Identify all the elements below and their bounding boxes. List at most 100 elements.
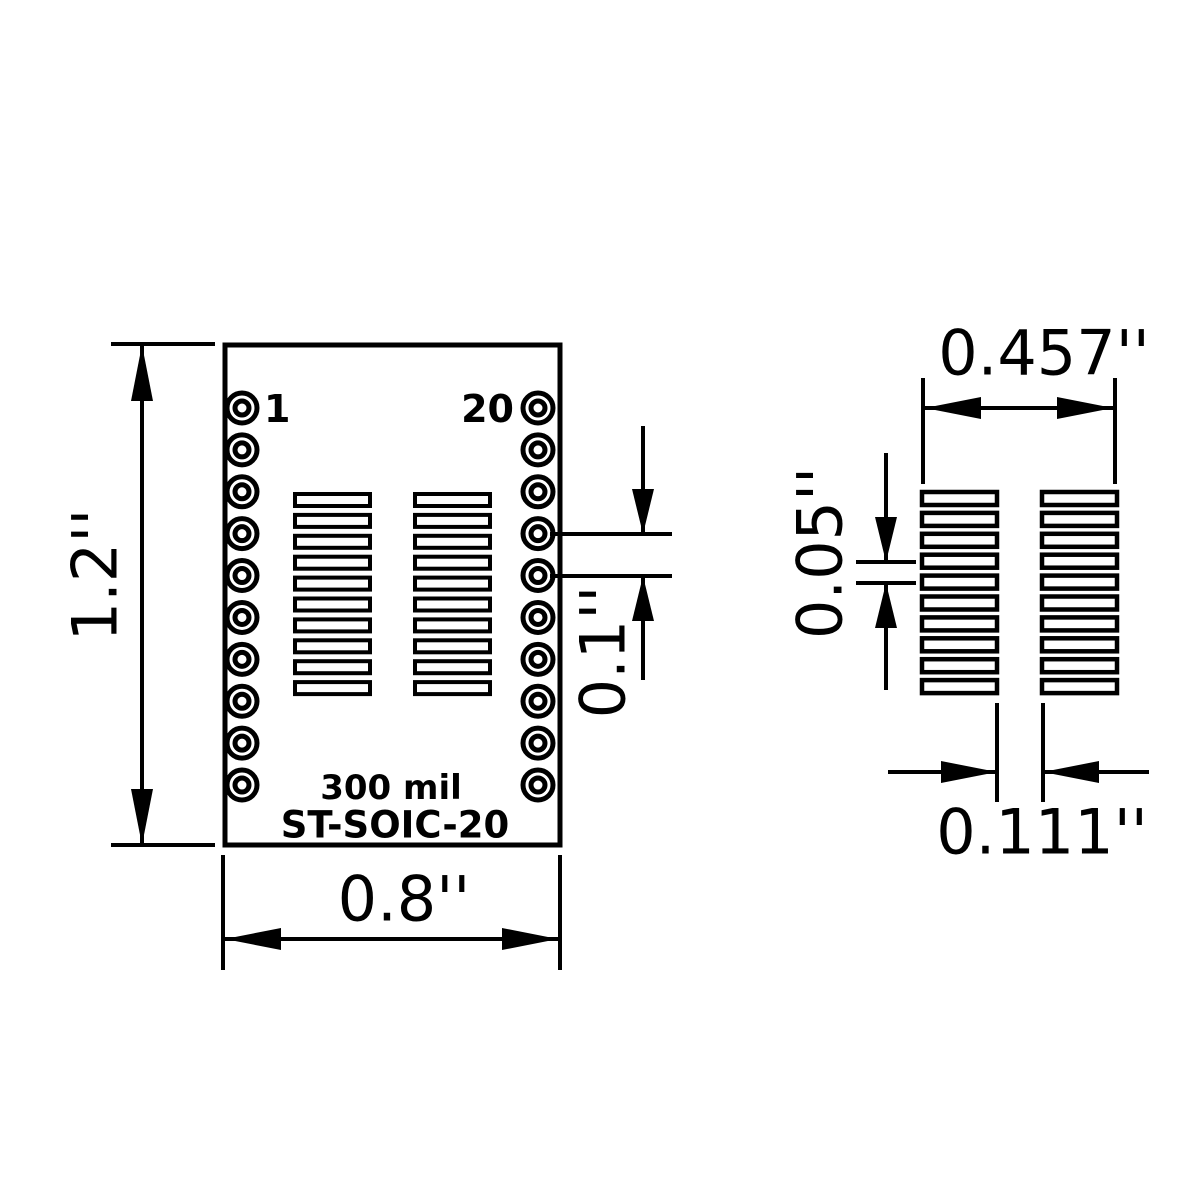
smd-pad xyxy=(1039,573,1120,591)
smd-pad xyxy=(919,656,1000,675)
main-board-view: 1 20 300 mil ST-SOIC-20 xyxy=(222,342,563,848)
throughhole-pad-outer-ring xyxy=(224,558,260,594)
arrowhead-up xyxy=(875,583,897,628)
arrowhead-right xyxy=(941,761,997,783)
smd-pad xyxy=(919,636,1000,654)
arrowhead-right xyxy=(1057,397,1113,419)
arrowhead-left xyxy=(1043,761,1099,783)
dim-board-width-label: 0.8'' xyxy=(338,863,471,936)
throughhole-pad-inner-ring xyxy=(232,566,252,586)
arrowhead-left xyxy=(225,928,281,950)
dim-board-height-label: 1.2'' xyxy=(59,509,132,642)
left-throughhole-pads xyxy=(224,390,260,803)
smd-pad xyxy=(919,573,1000,591)
throughhole-pad-outer-ring xyxy=(520,641,556,677)
smd-pad xyxy=(413,554,492,571)
smd-pad xyxy=(293,554,372,571)
smd-pad xyxy=(1039,510,1120,529)
throughhole-pad-inner-ring xyxy=(528,566,548,586)
throughhole-pad-outer-ring xyxy=(520,432,556,468)
throughhole-pad-inner-ring xyxy=(232,524,252,544)
throughhole-pad-inner-ring xyxy=(232,733,252,753)
dim-smd-gap-label: 0.111'' xyxy=(936,796,1148,869)
arrowhead-up xyxy=(131,345,153,401)
arrowhead-up xyxy=(632,576,654,621)
smd-pad xyxy=(293,659,372,676)
dim-smd-row-width: 0.457'' xyxy=(921,317,1150,484)
smd-pad xyxy=(919,489,1000,508)
smd-pad xyxy=(1039,615,1120,633)
detail-right-smd-column xyxy=(1039,489,1120,696)
dim-smd-row-width-label: 0.457'' xyxy=(938,317,1150,390)
smd-pad xyxy=(919,510,1000,529)
dim-hole-pitch: 0.1'' xyxy=(550,426,672,719)
smd-pad xyxy=(293,575,372,592)
throughhole-pad-inner-ring xyxy=(232,440,252,460)
throughhole-pad-outer-ring xyxy=(224,767,260,803)
smd-pad xyxy=(293,638,372,655)
throughhole-pad-outer-ring xyxy=(520,683,556,719)
throughhole-pad-inner-ring xyxy=(528,524,548,544)
smd-pad xyxy=(919,531,1000,550)
throughhole-pad-inner-ring xyxy=(232,775,252,795)
throughhole-pad-outer-ring xyxy=(520,725,556,761)
throughhole-pad-inner-ring xyxy=(528,691,548,711)
left-smd-column xyxy=(293,492,372,697)
silkscreen-name-label: ST-SOIC-20 xyxy=(281,804,510,847)
pin20-label: 20 xyxy=(461,387,514,431)
throughhole-pad-outer-ring xyxy=(520,474,556,510)
board-outline xyxy=(222,342,563,848)
throughhole-pad-inner-ring xyxy=(528,482,548,502)
throughhole-pad-outer-ring xyxy=(520,390,556,426)
dim-smd-pitch-label: 0.05'' xyxy=(784,467,857,639)
throughhole-pad-inner-ring xyxy=(232,398,252,418)
throughhole-pad-outer-ring xyxy=(224,725,260,761)
smd-pad xyxy=(413,617,492,634)
smd-pad xyxy=(919,677,1000,696)
smd-pad xyxy=(413,575,492,592)
smd-pad xyxy=(413,533,492,550)
arrowhead-left xyxy=(925,397,981,419)
arrowhead-down xyxy=(632,489,654,534)
arrowhead-down xyxy=(131,789,153,845)
smd-pad xyxy=(1039,531,1120,550)
smd-pad xyxy=(293,492,372,508)
smd-pad xyxy=(413,659,492,676)
right-smd-column xyxy=(413,492,492,697)
throughhole-pad-outer-ring xyxy=(520,767,556,803)
smd-pad xyxy=(1039,636,1120,654)
smd-pad xyxy=(1039,677,1120,696)
smd-pad xyxy=(413,638,492,655)
dim-smd-pitch: 0.05'' xyxy=(784,453,916,690)
throughhole-pad-outer-ring xyxy=(520,599,556,635)
smd-pad xyxy=(293,680,372,697)
smd-pad xyxy=(413,512,492,529)
arrowhead-down xyxy=(875,517,897,562)
throughhole-pad-inner-ring xyxy=(528,607,548,627)
smd-pad xyxy=(919,552,1000,570)
right-throughhole-pads xyxy=(520,390,556,803)
smd-pad xyxy=(1039,552,1120,570)
throughhole-pad-outer-ring xyxy=(224,474,260,510)
dim-board-width: 0.8'' xyxy=(221,855,562,970)
silkscreen-mil-label: 300 mil xyxy=(320,768,462,808)
throughhole-pad-outer-ring xyxy=(224,599,260,635)
throughhole-pad-inner-ring xyxy=(528,440,548,460)
throughhole-pad-inner-ring xyxy=(232,482,252,502)
smd-pad xyxy=(293,617,372,634)
throughhole-pad-inner-ring xyxy=(232,649,252,669)
throughhole-pad-outer-ring xyxy=(224,516,260,552)
detail-view xyxy=(919,489,1120,696)
smd-pad xyxy=(413,492,492,508)
throughhole-pad-outer-ring xyxy=(224,683,260,719)
throughhole-pad-inner-ring xyxy=(528,398,548,418)
arrowhead-right xyxy=(502,928,558,950)
detail-left-smd-column xyxy=(919,489,1000,696)
throughhole-pad-inner-ring xyxy=(528,775,548,795)
dim-hole-pitch-label: 0.1'' xyxy=(567,586,640,719)
dim-board-height: 1.2'' xyxy=(59,342,215,847)
smd-pad xyxy=(919,615,1000,633)
smd-pad xyxy=(1039,594,1120,612)
throughhole-pad-outer-ring xyxy=(224,432,260,468)
